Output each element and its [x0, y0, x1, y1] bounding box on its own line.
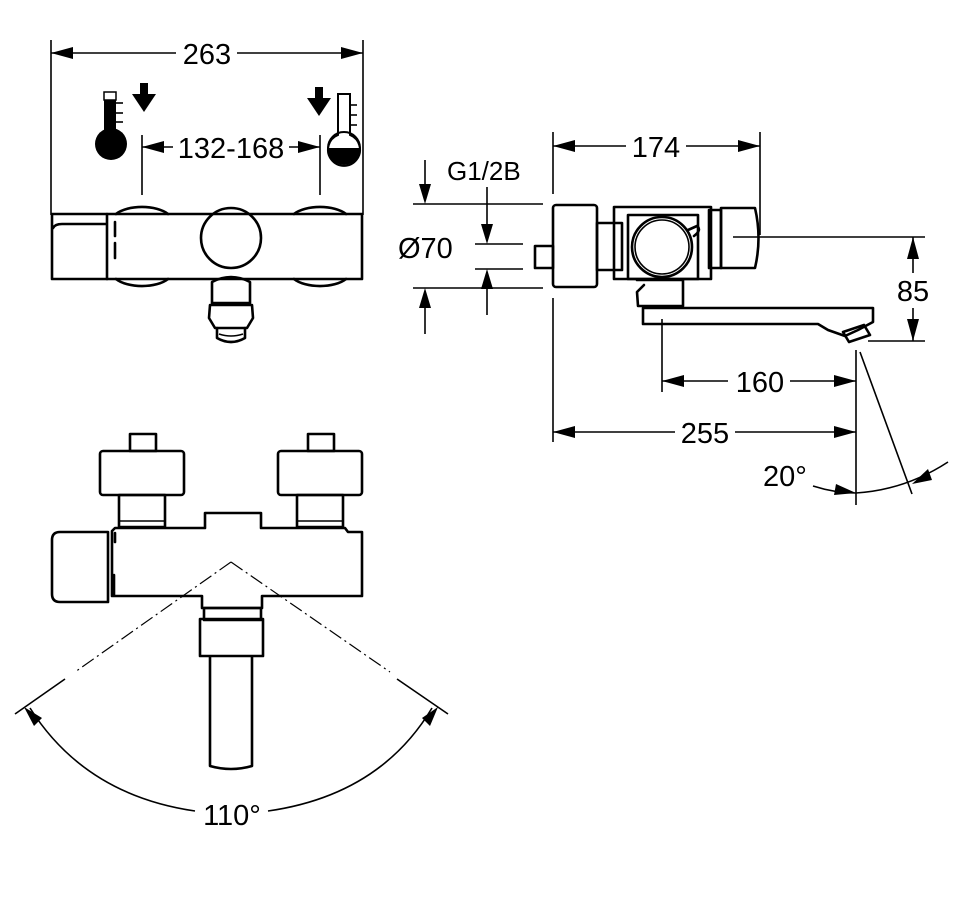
dimension-connection-spacing: 132-168: [141, 133, 321, 195]
dimension-overall-width: 263: [50, 39, 364, 215]
diameter-label: Ø70: [398, 233, 453, 265]
top-view: 110°: [14, 432, 449, 832]
dimension-spout-angle: 20°: [763, 351, 949, 495]
spout-angle-label: 20°: [763, 461, 807, 493]
side-view: 174 G1/2B Ø70: [398, 132, 949, 505]
dimension-depth: 174: [552, 132, 761, 235]
dimension-total-projection: 255: [553, 418, 856, 450]
total-projection-label: 255: [681, 418, 729, 450]
depth-label: 174: [632, 132, 680, 164]
dimension-spout-reach: 160: [662, 350, 857, 505]
overall-width-label: 263: [183, 39, 231, 71]
dimension-swivel-angle: 110°: [14, 561, 449, 832]
thermometer-hot-icon: [327, 93, 361, 167]
outlet-height-label: 85: [897, 276, 929, 308]
arrow-down-cold-icon: [132, 83, 156, 112]
spout-reach-label: 160: [736, 367, 784, 399]
thread-label: G1/2B: [447, 156, 521, 186]
dimension-outlet-height: 85: [897, 237, 929, 341]
connection-spacing-label: 132-168: [178, 133, 284, 165]
mixer-body-front: [50, 205, 364, 344]
swivel-angle-label: 110°: [203, 800, 261, 832]
thermometer-cold-icon: [95, 91, 127, 160]
front-view: 263: [50, 39, 364, 344]
dimension-thread-diameter: G1/2B Ø70: [398, 156, 543, 334]
arrow-down-hot-icon: [307, 87, 331, 116]
mixer-body-side: [533, 203, 925, 442]
mixer-body-top: [50, 432, 364, 771]
